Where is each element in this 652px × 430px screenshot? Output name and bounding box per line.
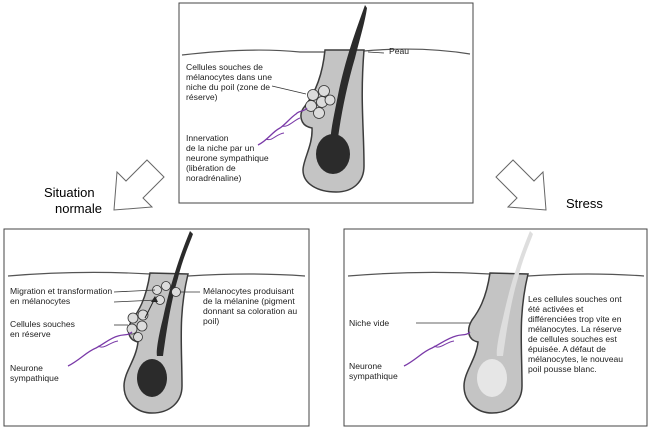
- white-hair-shaft: [496, 231, 533, 356]
- arrow-stress: [495, 159, 547, 211]
- stress-label: Stress: [566, 196, 603, 211]
- skin-line: [7, 271, 151, 277]
- skin-line: [347, 271, 491, 277]
- migration-label: Migration et transformation en mélanocyt…: [10, 286, 115, 306]
- hair-shaft: [156, 231, 193, 356]
- sympathetic-neuron: [67, 331, 133, 367]
- stem-cells-label: Cellules souches de mélanocytes dans une…: [186, 62, 274, 102]
- stress-panel: Niche vide Neurone sympathique Les cellu…: [343, 228, 648, 427]
- stress-explanation: Les cellules souches ont été activées et…: [528, 294, 625, 374]
- sympathetic-neuron: [257, 107, 308, 146]
- stem-cell-cluster: [305, 85, 336, 119]
- neuron-label: Neurone sympathique: [10, 363, 59, 383]
- hair-shaft: [330, 5, 367, 138]
- top-panel: Peau Cellules souches de mélanocytes dan…: [178, 2, 474, 204]
- hair-bulb: [316, 134, 350, 174]
- sympathetic-neuron: [403, 331, 471, 367]
- melanocytes-label: Mélanocytes produisant de la mélanine (p…: [203, 286, 300, 326]
- migrating-cells: [152, 281, 181, 305]
- neuron-label: Neurone sympathique: [349, 361, 398, 381]
- innervation-label: Innervation de la niche par un neurone s…: [186, 133, 271, 183]
- skin-label: Peau: [389, 46, 409, 56]
- white-hair-bulb: [477, 359, 507, 397]
- stem-cells-reserve-label: Cellules souches en réserve: [10, 319, 77, 339]
- normal-situation-label: Situation normale: [44, 185, 102, 216]
- hair-bulb: [137, 359, 167, 397]
- normal-panel: Migration et transformation en mélanocyt…: [3, 228, 310, 427]
- skin-line: [181, 49, 325, 56]
- stem-cell-cluster: [126, 309, 149, 342]
- empty-niche-label: Niche vide: [349, 318, 389, 328]
- arrow-normal: [113, 159, 165, 211]
